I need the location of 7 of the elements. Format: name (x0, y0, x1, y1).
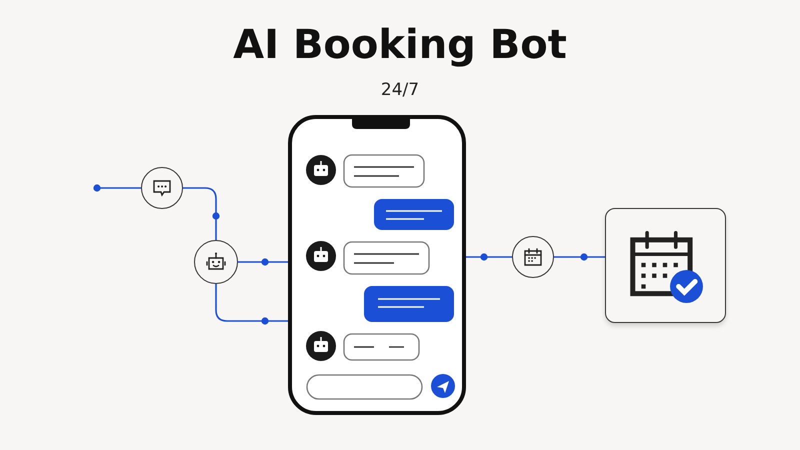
subtitle: 24/7 (380, 80, 420, 100)
icon-circle (194, 240, 238, 284)
calendar-card (605, 208, 726, 323)
phone-frame (288, 115, 466, 415)
icon-circle (141, 167, 183, 209)
title: AI Booking Bot (232, 22, 568, 68)
icon-circle (512, 236, 554, 278)
